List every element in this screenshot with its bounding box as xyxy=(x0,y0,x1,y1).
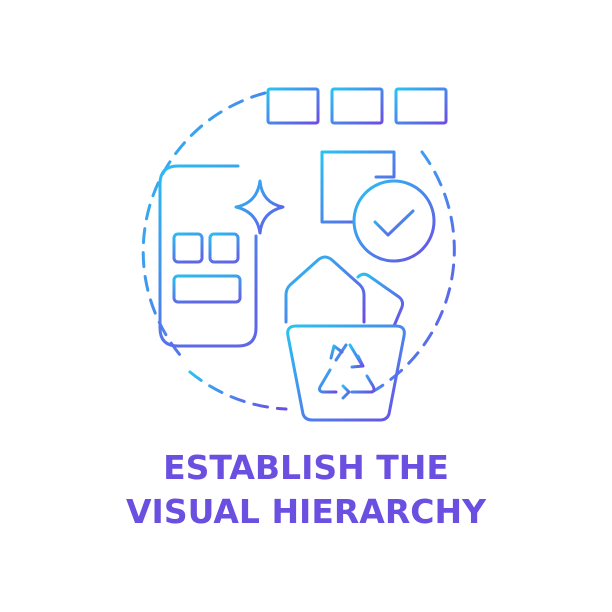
sparkle-icon xyxy=(234,179,285,235)
caption-line-1: ESTABLISH THE xyxy=(163,448,449,487)
recycle-bin-icon xyxy=(286,324,406,422)
dashed-circle-outline xyxy=(141,91,456,411)
discarded-shapes-icon xyxy=(284,255,405,328)
checkmark-circle-icon xyxy=(352,179,436,263)
caption-line-2: VISUAL HIERARCHY xyxy=(126,492,486,531)
caption-title: ESTABLISH THE VISUAL HIERARCHY xyxy=(0,446,612,534)
hierarchy-boxes-icon xyxy=(266,87,448,224)
mobile-screen-icon xyxy=(158,164,258,348)
